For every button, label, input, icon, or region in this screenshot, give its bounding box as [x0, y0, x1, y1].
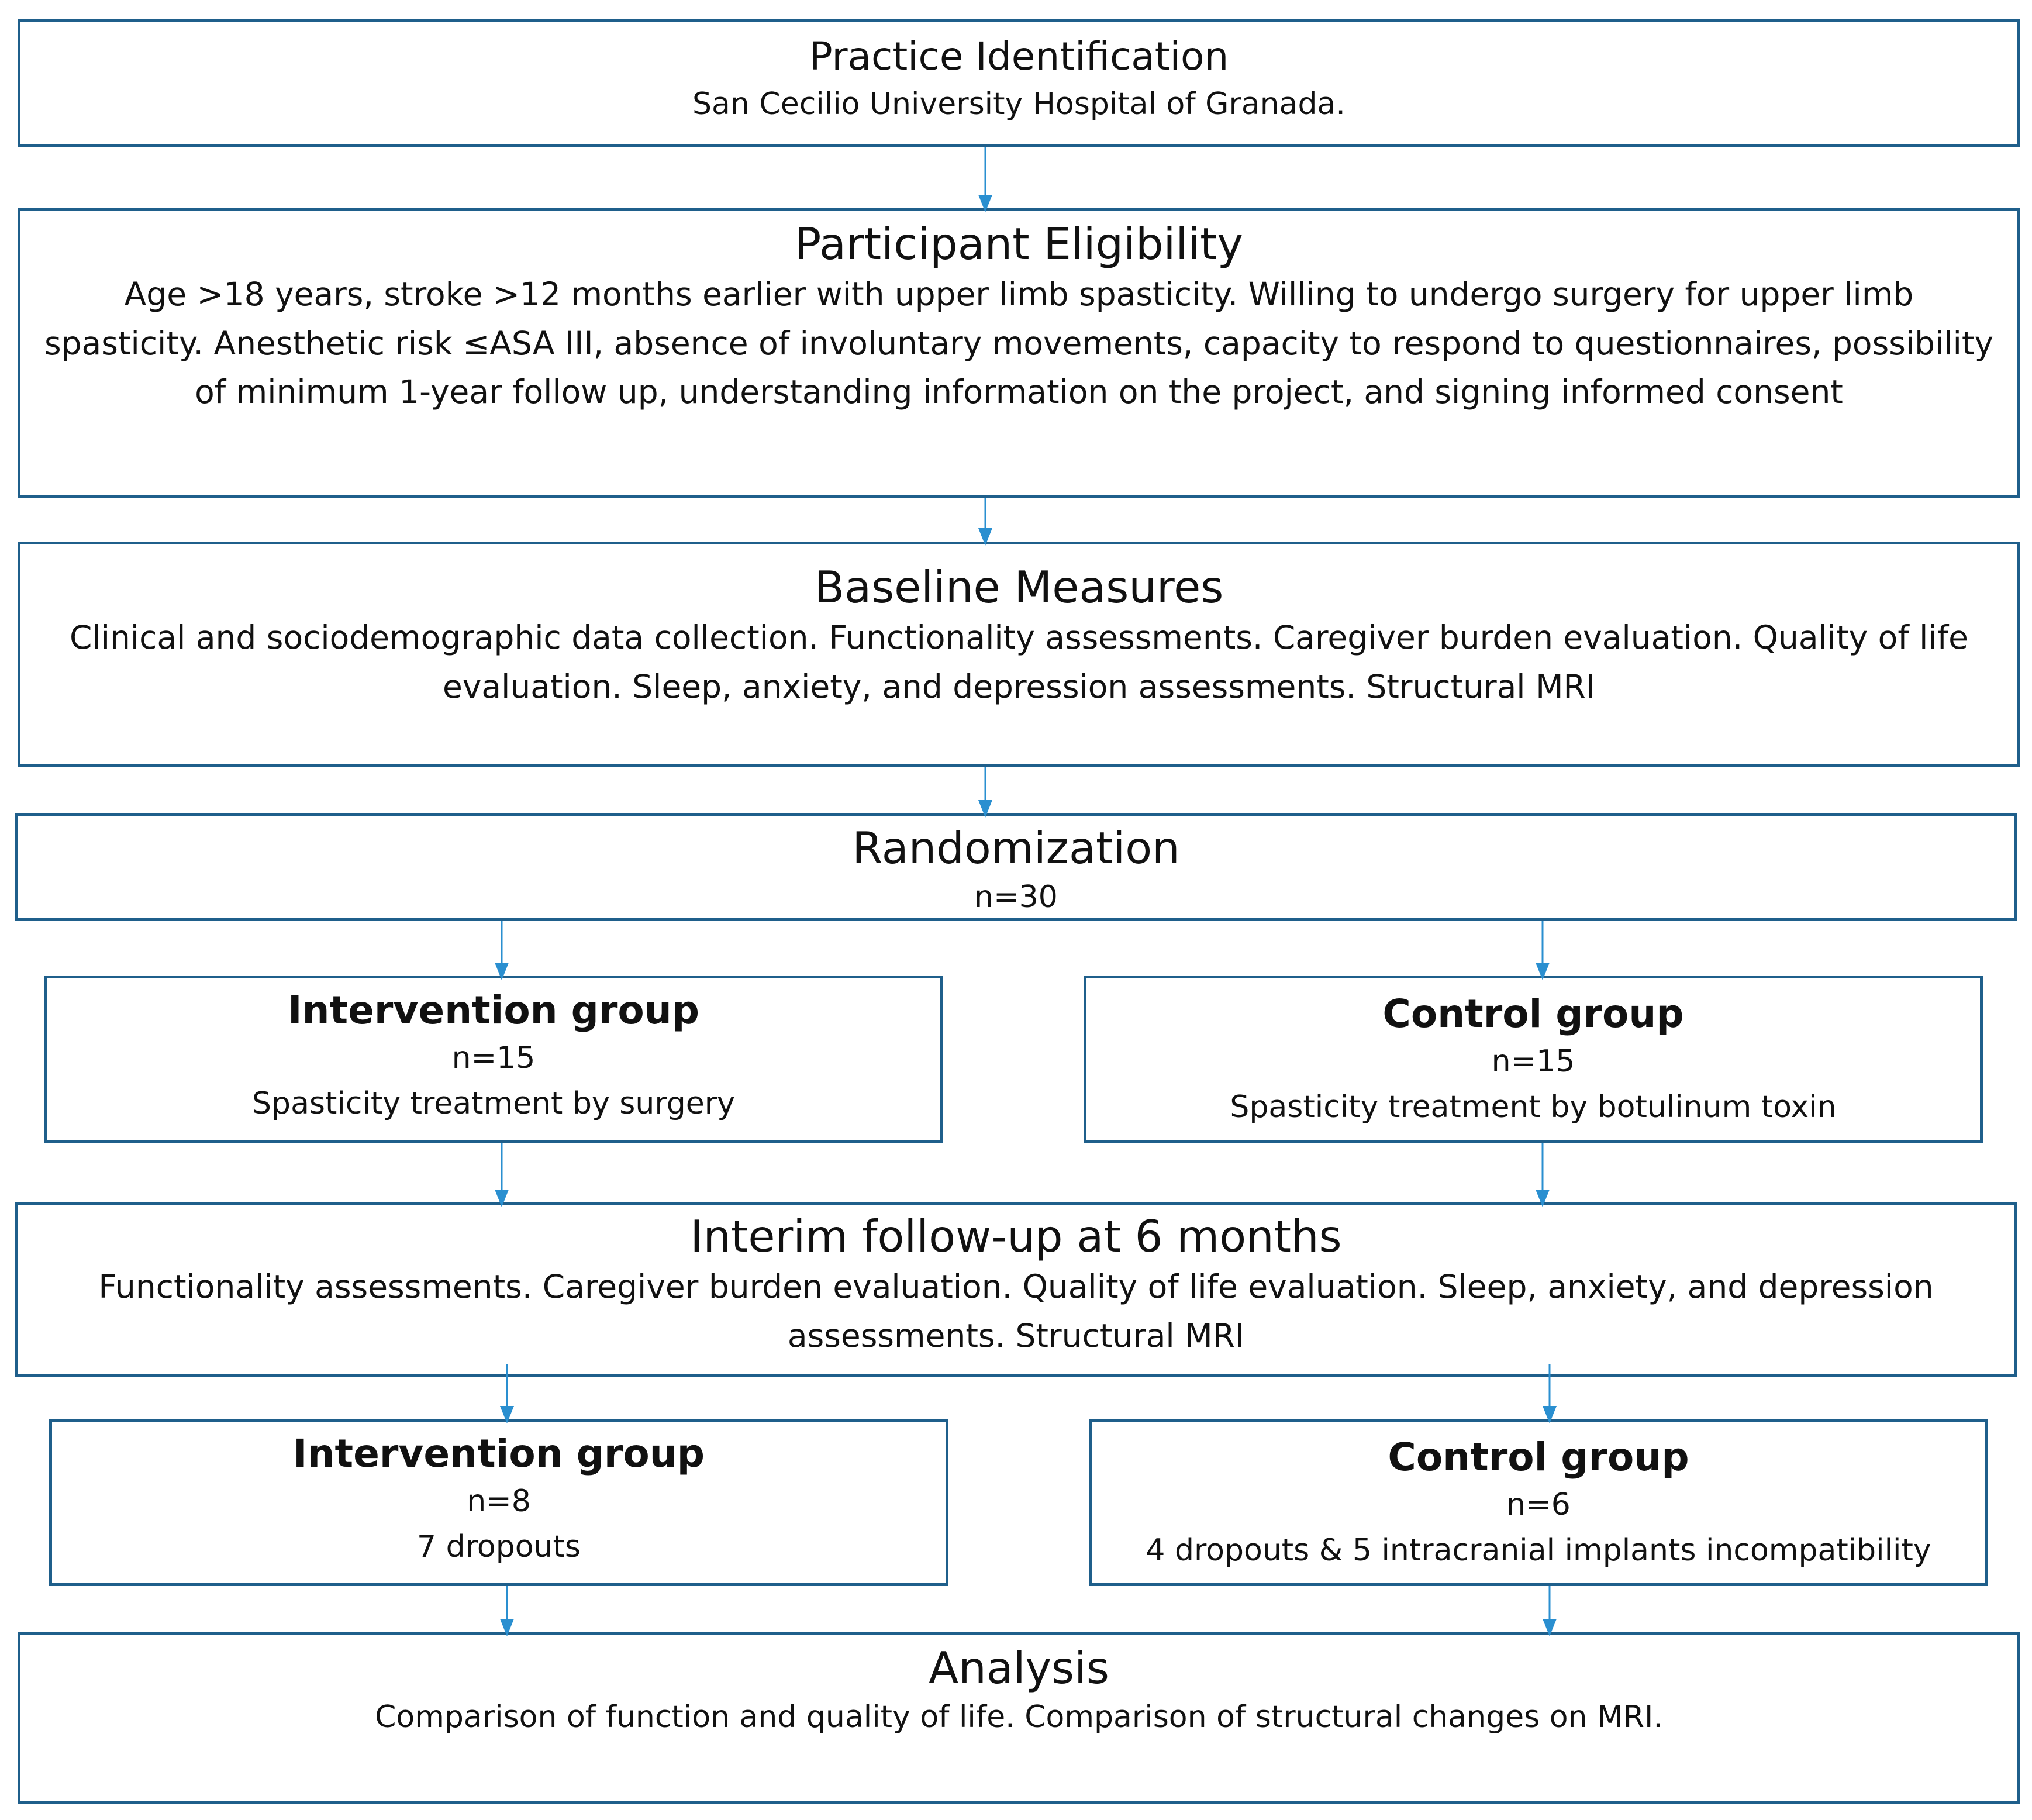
practice-identification-box: Practice Identification San Cecilio Univ…	[18, 19, 2020, 147]
baseline-measures-box: Baseline Measures Clinical and sociodemo…	[18, 542, 2020, 767]
control-group-box: Control group n=15 Spasticity treatment …	[1084, 976, 1983, 1143]
participant-eligibility-box: Participant Eligibility Age >18 years, s…	[18, 208, 2020, 498]
intervention-group-box: Intervention group n=15 Spasticity treat…	[44, 976, 943, 1143]
analysis-text: Comparison of function and quality of li…	[375, 1700, 1663, 1735]
intervention-group-title: Intervention group	[287, 988, 700, 1033]
control-followup-group-box: Control group n=6 4 dropouts & 5 intracr…	[1089, 1419, 1988, 1586]
participant-eligibility-title: Participant Eligibility	[795, 218, 1243, 270]
baseline-measures-title: Baseline Measures	[814, 561, 1224, 613]
interim-followup-title: Interim follow-up at 6 months	[690, 1211, 1342, 1262]
randomization-n: n=30	[974, 880, 1058, 915]
practice-identification-title: Practice Identification	[809, 34, 1229, 79]
intervention-followup-group-title: Intervention group	[292, 1431, 705, 1476]
control-group-text: Spasticity treatment by botulinum toxin	[1230, 1089, 1837, 1125]
randomization-box: Randomization n=30	[15, 813, 2017, 921]
intervention-group-text: Spasticity treatment by surgery	[252, 1085, 735, 1121]
control-followup-group-n: n=6	[1506, 1487, 1571, 1522]
interim-followup-box: Interim follow-up at 6 months Functional…	[15, 1202, 2017, 1377]
analysis-box: Analysis Comparison of function and qual…	[18, 1632, 2020, 1804]
intervention-followup-group-text: 7 dropouts	[417, 1529, 581, 1564]
interim-followup-text: Functionality assessments. Caregiver bur…	[98, 1268, 1934, 1354]
intervention-followup-group-box: Intervention group n=8 7 dropouts	[49, 1419, 948, 1586]
baseline-measures-text: Clinical and sociodemographic data colle…	[70, 619, 1968, 705]
control-followup-group-text: 4 dropouts & 5 intracranial implants inc…	[1146, 1532, 1931, 1568]
randomization-title: Randomization	[852, 822, 1180, 874]
practice-identification-text: San Cecilio University Hospital of Grana…	[692, 86, 1346, 122]
control-group-title: Control group	[1382, 991, 1684, 1036]
participant-eligibility-text: Age >18 years, stroke >12 months earlier…	[44, 275, 1994, 411]
intervention-followup-group-n: n=8	[467, 1483, 531, 1519]
control-group-n: n=15	[1491, 1043, 1575, 1079]
analysis-title: Analysis	[928, 1642, 1109, 1694]
control-followup-group-title: Control group	[1388, 1435, 1689, 1480]
intervention-group-n: n=15	[451, 1040, 536, 1076]
